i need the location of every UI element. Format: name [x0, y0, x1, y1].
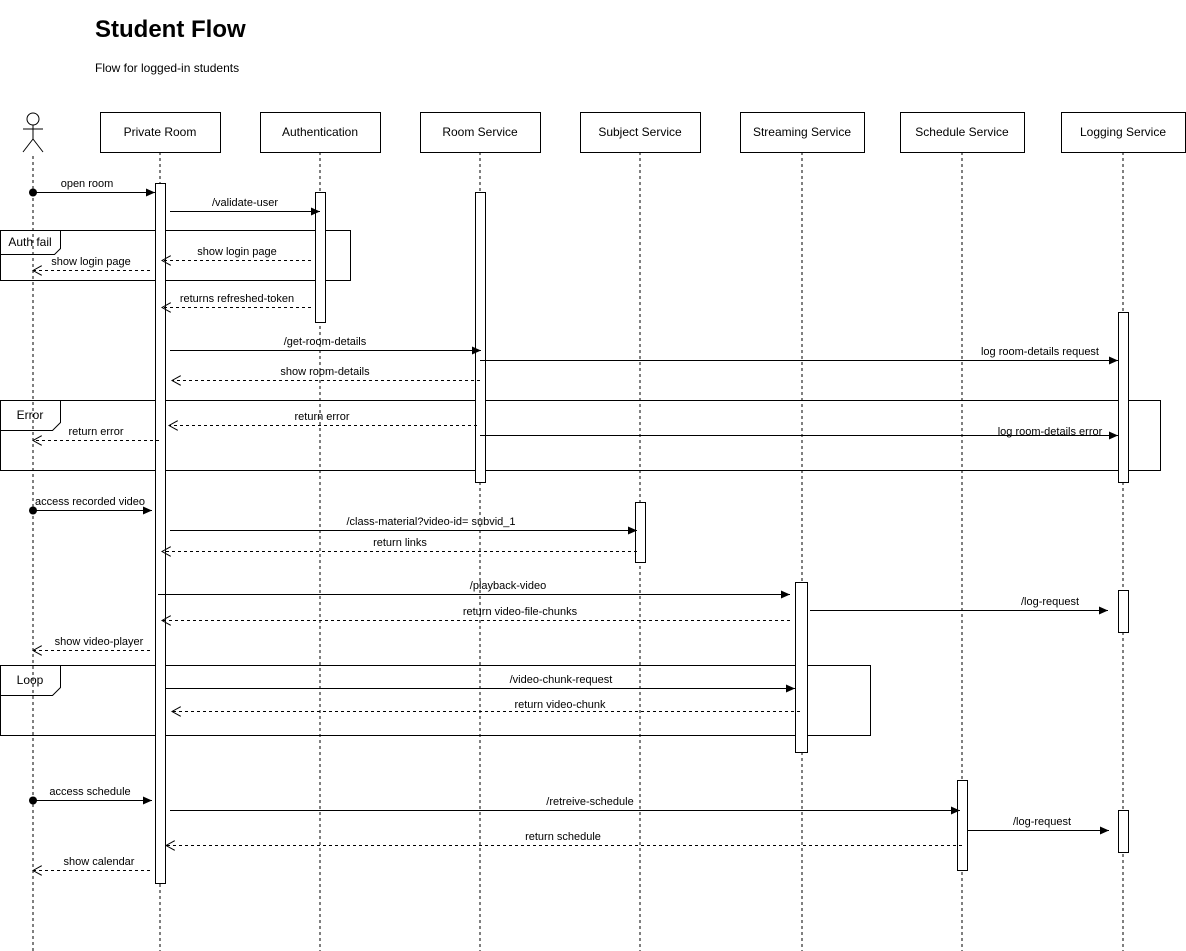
participant-logging: Logging Service: [1061, 112, 1186, 153]
activation-bar-room: [475, 192, 486, 483]
actor-student-icon: [22, 112, 44, 153]
participant-schedule: Schedule Service: [900, 112, 1025, 153]
message-return: return links: [162, 537, 637, 552]
message-call: log room-details request: [480, 346, 1118, 365]
message-label: log room-details error: [998, 426, 1103, 438]
message-label: return error: [294, 411, 349, 423]
participant-label: Subject Service: [598, 125, 682, 139]
message-return: show calendar: [33, 856, 150, 871]
message-label: return error: [68, 426, 123, 438]
activation-bar-logging: [1118, 312, 1129, 483]
activation-bar-streaming: [795, 582, 808, 753]
found-message-dot: [29, 796, 37, 805]
diagram-subtitle: Flow for logged-in students: [95, 61, 239, 75]
message-return: show login page: [162, 246, 311, 261]
message-label: access schedule: [49, 786, 130, 798]
fragment-auth-fail: Auth fail: [0, 230, 351, 281]
activation-bar-auth: [315, 192, 326, 323]
message-call: /playback-video: [158, 580, 790, 599]
message-label: /playback-video: [470, 580, 546, 592]
activation-bar-private-room: [155, 183, 166, 884]
activation-bar-subject: [635, 502, 646, 563]
message-return: return error: [33, 426, 159, 441]
activation-bar-logging: [1118, 810, 1129, 853]
fragment-label: Loop: [17, 673, 44, 687]
activation-bar-logging: [1118, 590, 1129, 633]
message-call: access recorded video: [29, 496, 152, 515]
message-label: show login page: [51, 256, 131, 268]
message-label: access recorded video: [35, 496, 145, 508]
participant-auth: Authentication: [260, 112, 381, 153]
message-call: log room-details error: [480, 426, 1118, 440]
message-return: show video-player: [33, 636, 150, 651]
participant-label: Streaming Service: [753, 125, 851, 139]
message-label: /retreive-schedule: [546, 796, 633, 808]
message-label: /log-request: [1013, 816, 1071, 828]
message-return: show login page: [33, 256, 150, 271]
message-call: open room: [29, 178, 155, 197]
message-label: open room: [61, 178, 114, 190]
message-return: return video-chunk: [172, 699, 800, 712]
participant-label: Authentication: [282, 125, 358, 139]
message-return: return schedule: [166, 831, 962, 846]
message-label: return video-file-chunks: [463, 606, 578, 618]
message-label: /log-request: [1021, 596, 1079, 608]
participant-subject: Subject Service: [580, 112, 701, 153]
participant-label: Room Service: [442, 125, 518, 139]
fragment-loop: Loop: [0, 665, 871, 736]
found-message-dot: [29, 188, 37, 197]
message-label: log room-details request: [981, 346, 1099, 358]
participant-label: Logging Service: [1080, 125, 1166, 139]
message-label: show room-details: [280, 366, 370, 378]
message-call: /get-room-details: [170, 336, 481, 355]
diagram-title: Student Flow: [95, 16, 246, 43]
participant-streaming: Streaming Service: [740, 112, 865, 153]
message-label: show login page: [197, 246, 277, 258]
message-label: return links: [373, 537, 427, 549]
participant-room: Room Service: [420, 112, 541, 153]
message-label: /get-room-details: [284, 336, 367, 348]
message-return: returns refreshed-token: [162, 293, 311, 308]
message-label: return video-chunk: [514, 699, 606, 711]
fragment-label: Error: [17, 408, 44, 422]
message-label: /video-chunk-request: [510, 674, 613, 686]
message-call: /retreive-schedule: [170, 796, 960, 815]
message-label: return schedule: [525, 831, 601, 843]
participant-label: Private Room: [124, 125, 197, 139]
message-return: show room-details: [172, 366, 480, 381]
message-label: /class-material?video-id= subvid_1: [346, 516, 515, 528]
fragment-label: Auth fail: [8, 235, 51, 249]
message-call: access schedule: [29, 786, 152, 805]
message-return: return error: [169, 411, 477, 426]
fragment-error: Error: [0, 400, 1161, 471]
message-return: return video-file-chunks: [162, 606, 790, 621]
message-label: show video-player: [55, 636, 144, 648]
message-call: /validate-user: [170, 197, 320, 216]
participant-private-room: Private Room: [100, 112, 221, 153]
message-call: /class-material?video-id= subvid_1: [170, 516, 637, 535]
found-message-dot: [29, 506, 37, 515]
participant-label: Schedule Service: [915, 125, 1009, 139]
message-call: /video-chunk-request: [166, 674, 795, 693]
activation-bar-schedule: [957, 780, 968, 871]
message-call: /log-request: [967, 816, 1109, 835]
message-label: show calendar: [64, 856, 135, 868]
message-label: returns refreshed-token: [180, 293, 294, 305]
message-call: /log-request: [810, 596, 1108, 615]
message-label: /validate-user: [212, 197, 278, 209]
